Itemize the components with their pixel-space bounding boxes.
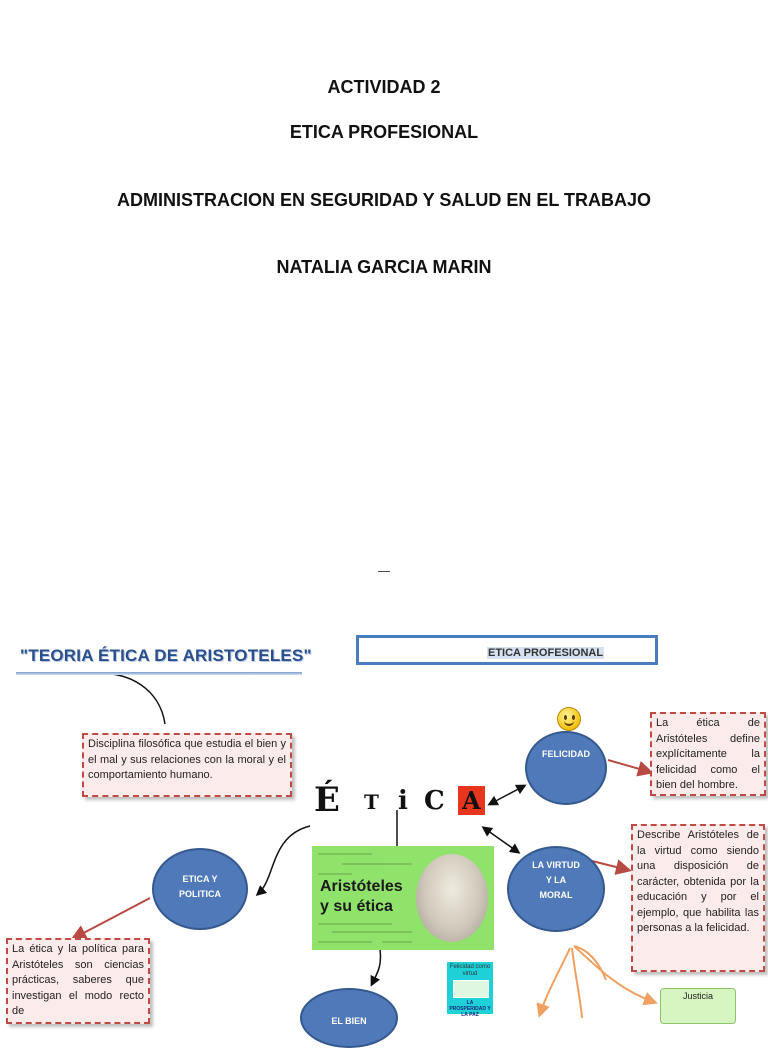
node-bien: EL BIEN <box>300 988 398 1048</box>
arrow-politica-note <box>70 897 151 940</box>
image-caption-1: Aristóteles <box>320 878 403 895</box>
smiley-icon <box>557 707 581 731</box>
felicidad-virtud-image: Felicidad como virtud LA PROSPERIDAD Y L… <box>447 962 493 1018</box>
justicia-label: Justicia <box>682 991 713 1001</box>
aristotle-image: Aristóteles y su ética <box>312 846 494 950</box>
activity-title: ACTIVIDAD 2 <box>327 77 441 97</box>
node-virtud-label-2: Y LA <box>545 875 567 885</box>
program-title: ADMINISTRACION EN SEGURIDAD Y SALUD EN E… <box>116 190 652 210</box>
branch-mid <box>571 947 583 1019</box>
branch-right <box>573 945 658 1006</box>
separator-mark <box>378 571 390 572</box>
small-image-picture <box>453 980 489 998</box>
justicia-box: Justicia <box>660 988 736 1024</box>
etica-letter-e: É <box>314 780 340 820</box>
node-bien-label: EL BIEN <box>331 1016 367 1026</box>
node-etica-politica-label-1: ETICA Y <box>182 874 218 884</box>
node-virtud-label-1: LA VIRTUD <box>532 860 580 870</box>
image-caption-2: y su ética <box>320 898 393 915</box>
arrow-etica-politica <box>255 825 311 896</box>
author-name: NATALIA GARCIA MARIN <box>276 257 492 277</box>
branch-left <box>536 947 571 1018</box>
etica-letter-t: T <box>364 790 379 814</box>
felicidad-note: La ética de Aristóteles define explícita… <box>650 712 766 796</box>
small-image-top-text: Felicidad como virtud <box>449 964 491 977</box>
subject-title: ETICA PROFESIONAL <box>289 122 479 142</box>
connector-lines <box>70 672 658 1019</box>
etica-letter-c: C <box>424 786 445 816</box>
map-title: "TEORIA ÉTICA DE ARISTOTELES" <box>20 646 312 665</box>
etica-letter-i: i <box>398 786 408 816</box>
arrow-etica-virtud <box>481 826 521 854</box>
concept-map: "TEORIA ÉTICA DE ARISTOTELES" ETICA PROF… <box>0 620 768 1048</box>
etica-letter-a: A <box>458 786 485 815</box>
branch-top-right <box>573 945 607 981</box>
arrow-image-bien <box>370 949 382 987</box>
aristotle-bust <box>416 854 488 942</box>
map-header-text: ETICA PROFESIONAL <box>487 647 605 659</box>
node-etica-politica: ETICA Y POLITICA <box>152 848 248 930</box>
map-header-box: ETICA PROFESIONAL <box>356 635 658 665</box>
small-image-bottom-text: LA PROSPERIDAD Y LA PAZ <box>449 1000 491 1018</box>
sketch-lines <box>318 853 412 943</box>
arrow-etica-felicidad <box>487 784 527 806</box>
virtud-note: Describe Aristóteles de la virtud como s… <box>631 824 765 972</box>
definition-note: Disciplina filosófica que estudia el bie… <box>82 733 292 797</box>
node-virtud-label-3: MORAL <box>539 890 573 900</box>
node-felicidad: FELICIDAD <box>525 731 607 805</box>
node-etica-politica-label-2: POLITICA <box>179 889 221 899</box>
map-title-underline <box>16 672 302 675</box>
politica-note: La ética y la política para Aristóteles … <box>6 938 150 1024</box>
title-connector <box>91 672 166 725</box>
node-virtud: LA VIRTUD Y LA MORAL <box>507 846 605 932</box>
arrow-felicidad-note <box>607 759 654 777</box>
node-felicidad-label: FELICIDAD <box>542 749 590 759</box>
